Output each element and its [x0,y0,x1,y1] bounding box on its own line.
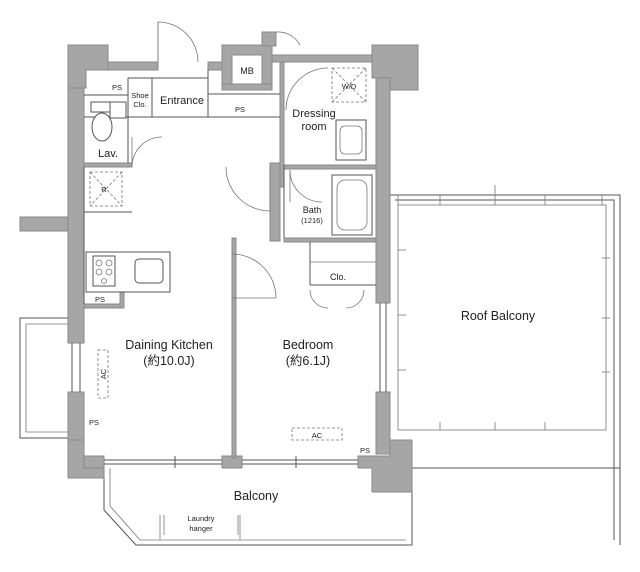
left-exterior [19,216,71,439]
ac-bedroom-label: AC [312,431,323,440]
mb-label: MB [240,66,254,76]
dining-kitchen-label: Daining Kitchen [125,338,213,352]
shoe-closet-label-2: Clo. [133,100,146,109]
ps-kitchen-label: PS [95,295,105,304]
roof-balcony-area [390,185,621,545]
bedroom-label: Bedroom [283,338,334,352]
ac-kitchen-label: AC [99,368,108,379]
ps-hall-label: PS [235,105,245,114]
dressing-room-label-2: room [301,121,326,133]
entrance-label: Entrance [160,95,204,107]
balcony-label: Balcony [234,489,279,503]
bath-size-label: (1216) [301,216,323,225]
laundry-hanger-label-2: hanger [189,524,213,533]
laundry-hanger-label-1: Laundry [187,514,214,523]
wd-label: W/D [342,82,357,91]
roof-balcony-label: Roof Balcony [461,309,536,323]
labels: Entrance Shoe Clo. MB W/D Dressing room … [89,66,536,533]
refrigerator-label: R [101,185,107,194]
walls [67,31,419,493]
dining-kitchen-area: (約10.0J) [143,353,194,368]
closet-label: Clo. [330,272,346,282]
fixtures [89,67,373,535]
bedroom-area: (約6.1J) [286,353,330,368]
lavatory-label: Lav. [98,148,118,160]
dressing-room-label-1: Dressing [292,108,335,120]
bath-label: Bath [303,205,322,215]
balcony-area [103,468,413,546]
shoe-closet-label-1: Shoe [131,91,149,100]
ps-bottom-left-label: PS [89,418,99,427]
doors [131,21,365,309]
ps-top-label: PS [112,83,122,92]
ps-bottom-right-label: PS [360,446,370,455]
